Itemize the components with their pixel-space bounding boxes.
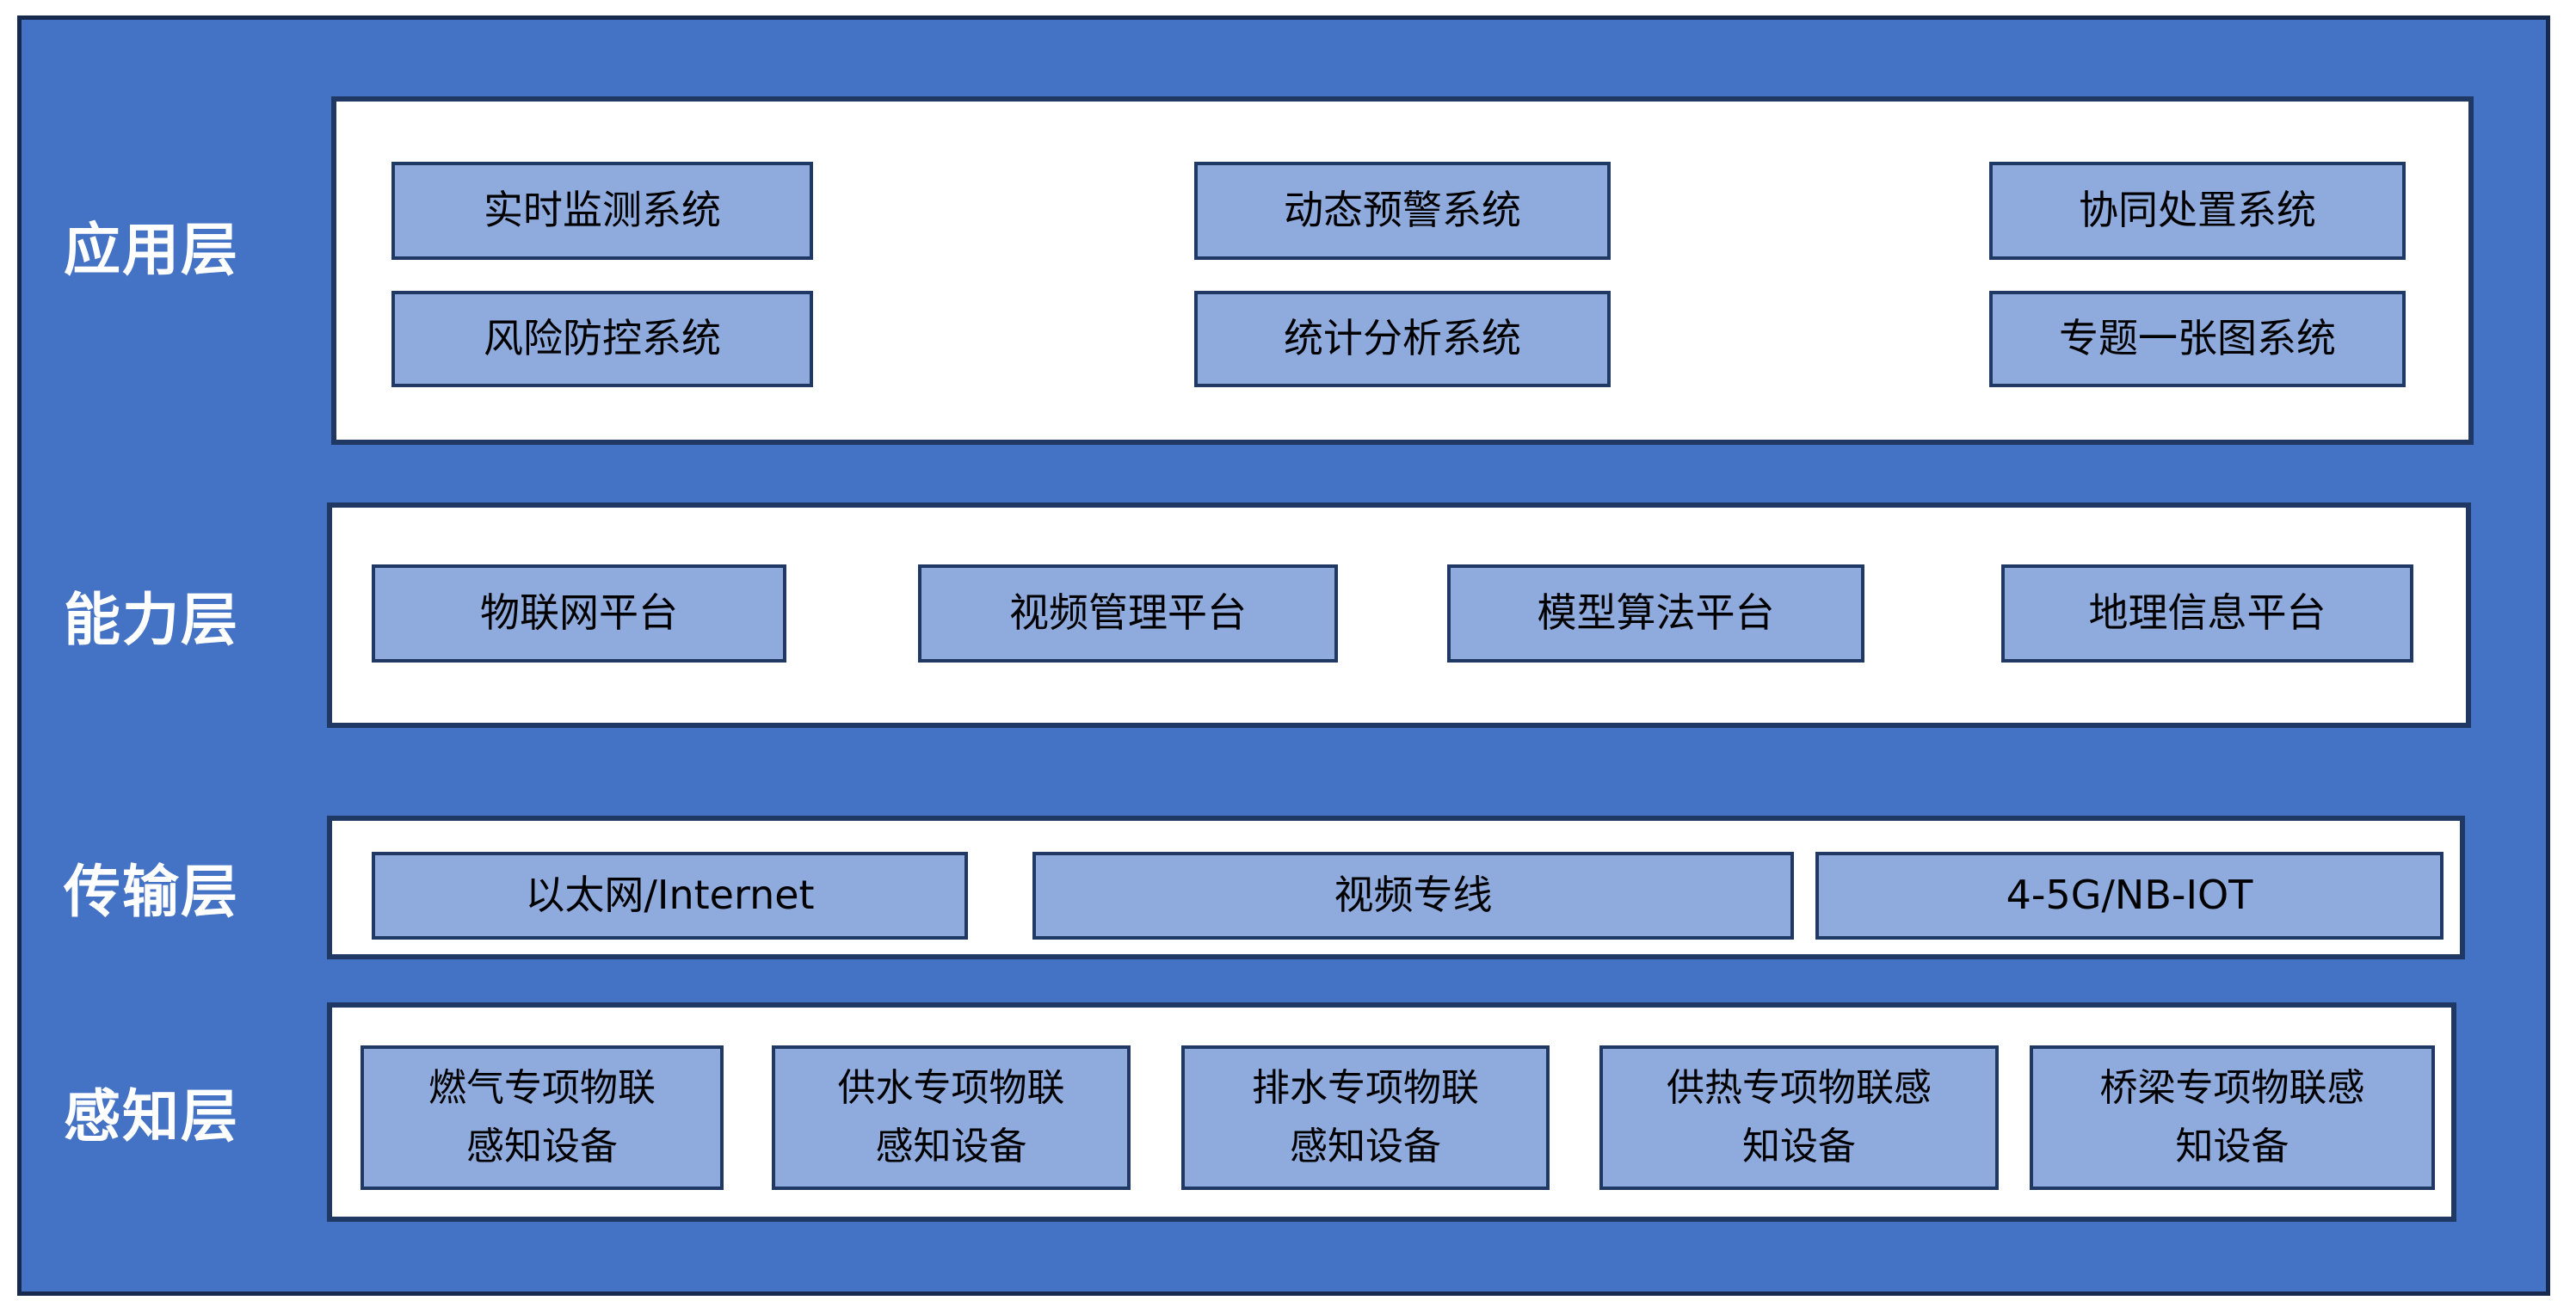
box-video-management-platform: 视频管理平台 xyxy=(918,564,1338,663)
box-model-algorithm-platform: 模型算法平台 xyxy=(1447,564,1864,663)
box-water-supply-iot-sensing-devices: 供水专项物联 感知设备 xyxy=(772,1045,1131,1190)
box-dynamic-warning-system: 动态预警系统 xyxy=(1194,162,1611,260)
layer-label-capability: 能力层 xyxy=(64,587,239,653)
box-4-5g-nb-iot: 4-5G/NB-IOT xyxy=(1815,852,2444,940)
layer-panel-application xyxy=(331,96,2474,445)
box-gis-platform: 地理信息平台 xyxy=(2001,564,2413,663)
box-drainage-iot-sensing-devices: 排水专项物联 感知设备 xyxy=(1181,1045,1550,1190)
box-video-private-line: 视频专线 xyxy=(1032,852,1794,940)
box-realtime-monitoring-system: 实时监测系统 xyxy=(391,162,813,260)
layer-label-application: 应用层 xyxy=(64,217,239,283)
box-bridge-iot-sensing-devices: 桥梁专项物联感 知设备 xyxy=(2030,1045,2435,1190)
layer-label-perception: 感知层 xyxy=(64,1083,239,1150)
box-statistical-analysis-system: 统计分析系统 xyxy=(1194,291,1611,387)
layer-label-transmission: 传输层 xyxy=(64,859,239,925)
box-collaborative-disposal-system: 协同处置系统 xyxy=(1989,162,2406,260)
box-risk-prevention-system: 风险防控系统 xyxy=(391,291,813,387)
box-thematic-one-map-system: 专题一张图系统 xyxy=(1989,291,2406,387)
box-iot-platform: 物联网平台 xyxy=(372,564,786,663)
box-ethernet-internet: 以太网/Internet xyxy=(372,852,968,940)
box-heating-iot-sensing-devices: 供热专项物联感 知设备 xyxy=(1599,1045,1999,1190)
box-gas-iot-sensing-devices: 燃气专项物联 感知设备 xyxy=(361,1045,724,1190)
